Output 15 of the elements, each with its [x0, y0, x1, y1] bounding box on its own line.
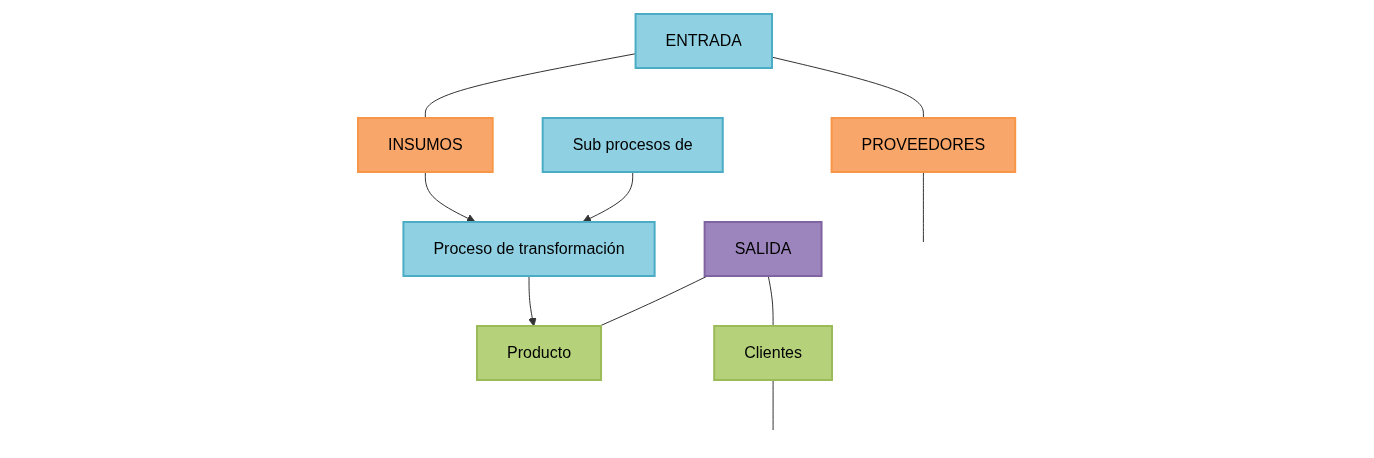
connector [599, 275, 709, 327]
arrow [528, 275, 538, 327]
node-box: PROVEEDORES [831, 117, 1017, 173]
node-box: INSUMOS [357, 117, 495, 173]
node-box: ENTRADA [634, 13, 774, 69]
arrow [425, 171, 476, 223]
connector [923, 171, 925, 243]
node-box: Producto [476, 325, 603, 381]
connector [768, 275, 774, 327]
node-box: Clientes [713, 325, 834, 381]
node-box: SALIDA [704, 221, 823, 277]
node-box: Proceso de transformación [402, 221, 657, 277]
node-box: Sub procesos de [542, 117, 725, 173]
arrow [582, 171, 634, 223]
connector [773, 379, 774, 431]
